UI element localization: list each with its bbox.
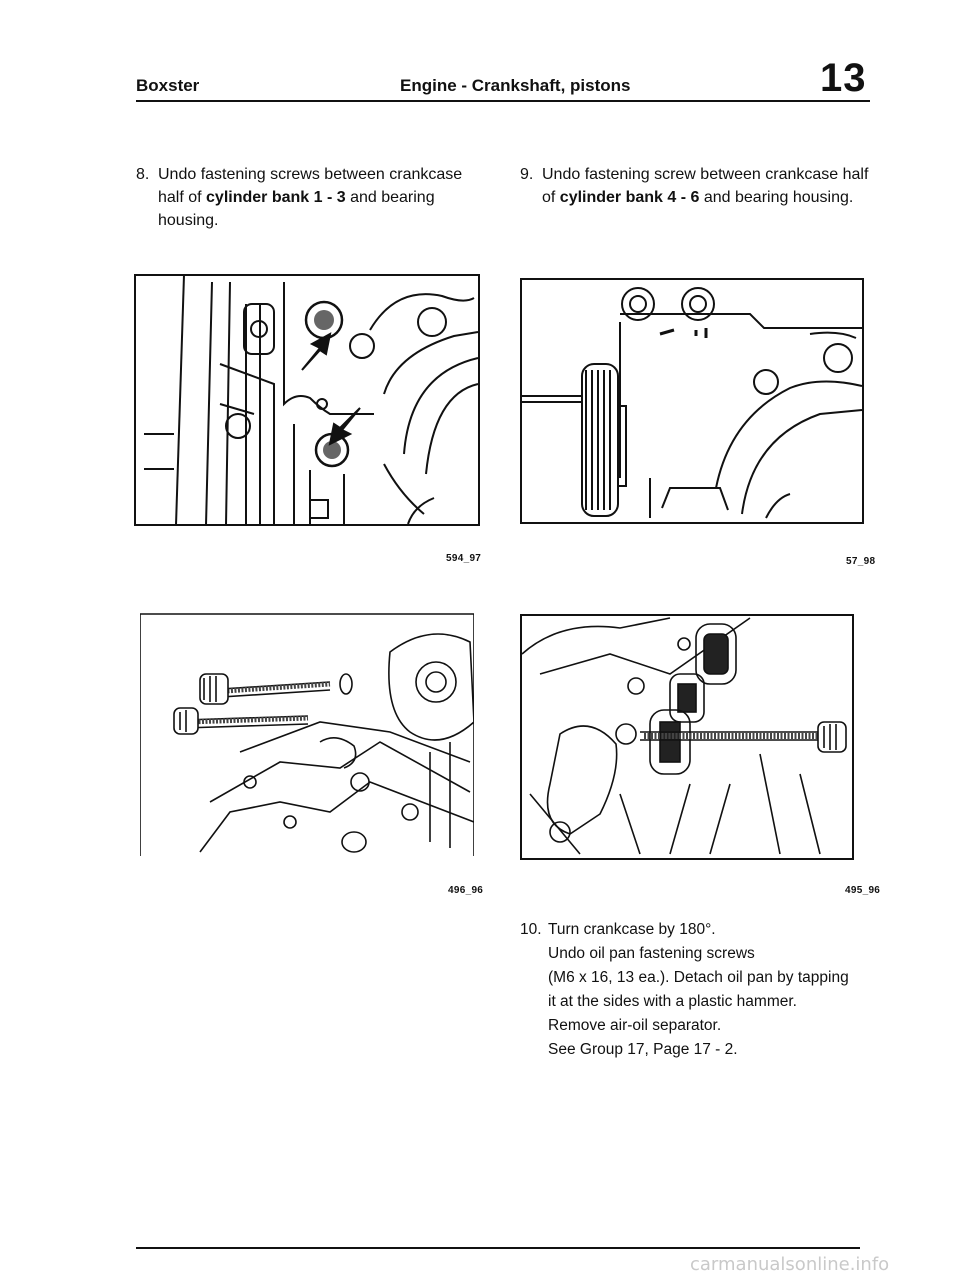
step-line: it at the sides with a plastic hammer.	[548, 993, 797, 1010]
step-number: 10.	[520, 921, 542, 938]
header-section-title: Engine - Crankshaft, pistons	[400, 76, 631, 95]
watermark: carmanualsonline.info	[690, 1254, 890, 1275]
step-line: Turn crankcase by 180°.	[548, 921, 716, 938]
figure-bolts-bank-1-3	[140, 612, 474, 860]
step-line: Remove air-oil separator.	[548, 1017, 722, 1034]
figure-caption: 495_96	[845, 885, 881, 896]
step-line: (M6 x 16, 13 ea.). Detach oil pan by tap…	[548, 969, 849, 986]
figure-crankcase-bank-4-6	[520, 278, 864, 524]
figure-crankcase-bank-1-3	[134, 274, 480, 526]
figure-caption: 594_97	[446, 553, 482, 564]
footer-rule	[136, 1247, 860, 1249]
header-rule	[136, 100, 870, 102]
figure-caption: 57_98	[846, 556, 876, 567]
step-line: Undo oil pan fastening screws	[548, 945, 755, 962]
step-text-bold: cylinder bank 4 - 6	[559, 189, 700, 206]
step-text-bold: cylinder bank 1 - 3	[206, 189, 346, 206]
step-text: Undo fastening screw between crankcase h…	[542, 163, 870, 209]
step-text-part: Undo fastening screws between crankcase …	[158, 166, 463, 206]
step-number: 8.	[136, 166, 150, 183]
step-8: 8. Undo fastening screws between crankca…	[136, 163, 466, 232]
step-text-part: Undo fastening screw between crankcase h…	[542, 166, 869, 206]
step-text-part: and bearing housing.	[158, 189, 435, 229]
page-header: Boxster Engine - Crankshaft, pistons 13	[0, 56, 960, 104]
figure-bolt-bank-4-6	[520, 614, 854, 860]
header-model: Boxster	[136, 76, 200, 95]
step-line: See Group 17, Page 17 - 2.	[548, 1041, 738, 1058]
figure-caption: 496_96	[448, 885, 484, 896]
step-text: Undo fastening screws between crankcase …	[158, 163, 466, 232]
step-10: 10. Turn crankcase by 180°. Undo oil pan…	[520, 918, 870, 1062]
header-group-number: 13	[820, 56, 867, 100]
step-text: Turn crankcase by 180°. Undo oil pan fas…	[548, 918, 870, 1062]
step-9: 9. Undo fastening screw between crankcas…	[520, 163, 870, 209]
step-text-part: and bearing housing.	[699, 189, 854, 206]
step-number: 9.	[520, 166, 534, 183]
